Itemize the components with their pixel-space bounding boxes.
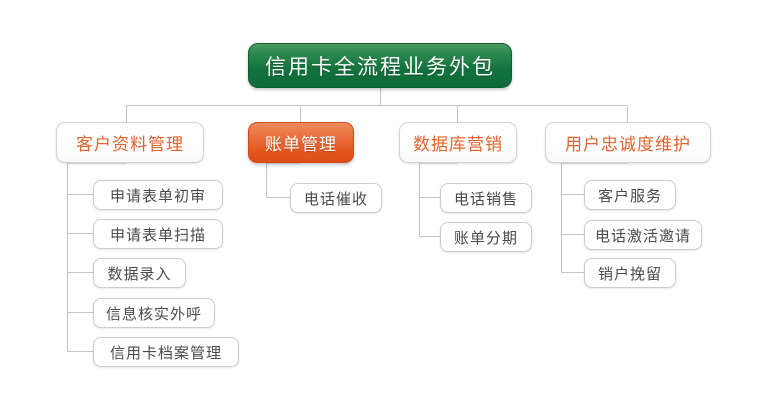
- leaf-node-application-form-initial-review[interactable]: 申请表单初审: [93, 180, 223, 210]
- root-node[interactable]: 信用卡全流程业务外包: [248, 43, 512, 88]
- leaf-node-information-verification-outbound-call[interactable]: 信息核实外呼: [93, 298, 215, 328]
- branch-node-billing-management[interactable]: 账单管理: [248, 122, 354, 163]
- leaf-node-telephone-collection[interactable]: 电话催收: [290, 183, 382, 213]
- leaf-node-application-form-scan[interactable]: 申请表单扫描: [93, 219, 223, 249]
- leaf-node-credit-card-file-management[interactable]: 信用卡档案管理: [93, 337, 239, 367]
- leaf-node-data-entry[interactable]: 数据录入: [93, 258, 186, 288]
- branch-node-database-marketing[interactable]: 数据库营销: [399, 122, 517, 163]
- leaf-node-account-closure-retention[interactable]: 销户挽留: [584, 258, 676, 288]
- leaf-node-customer-service[interactable]: 客户服务: [584, 180, 676, 210]
- branch-node-user-loyalty-maintenance[interactable]: 用户忠诚度维护: [545, 122, 711, 163]
- leaf-node-bill-installment[interactable]: 账单分期: [440, 222, 532, 252]
- leaf-node-telephone-activation-invitation[interactable]: 电话激活邀请: [584, 220, 702, 250]
- leaf-node-telemarketing[interactable]: 电话销售: [440, 183, 532, 213]
- branch-node-customer-data-management[interactable]: 客户资料管理: [56, 122, 204, 163]
